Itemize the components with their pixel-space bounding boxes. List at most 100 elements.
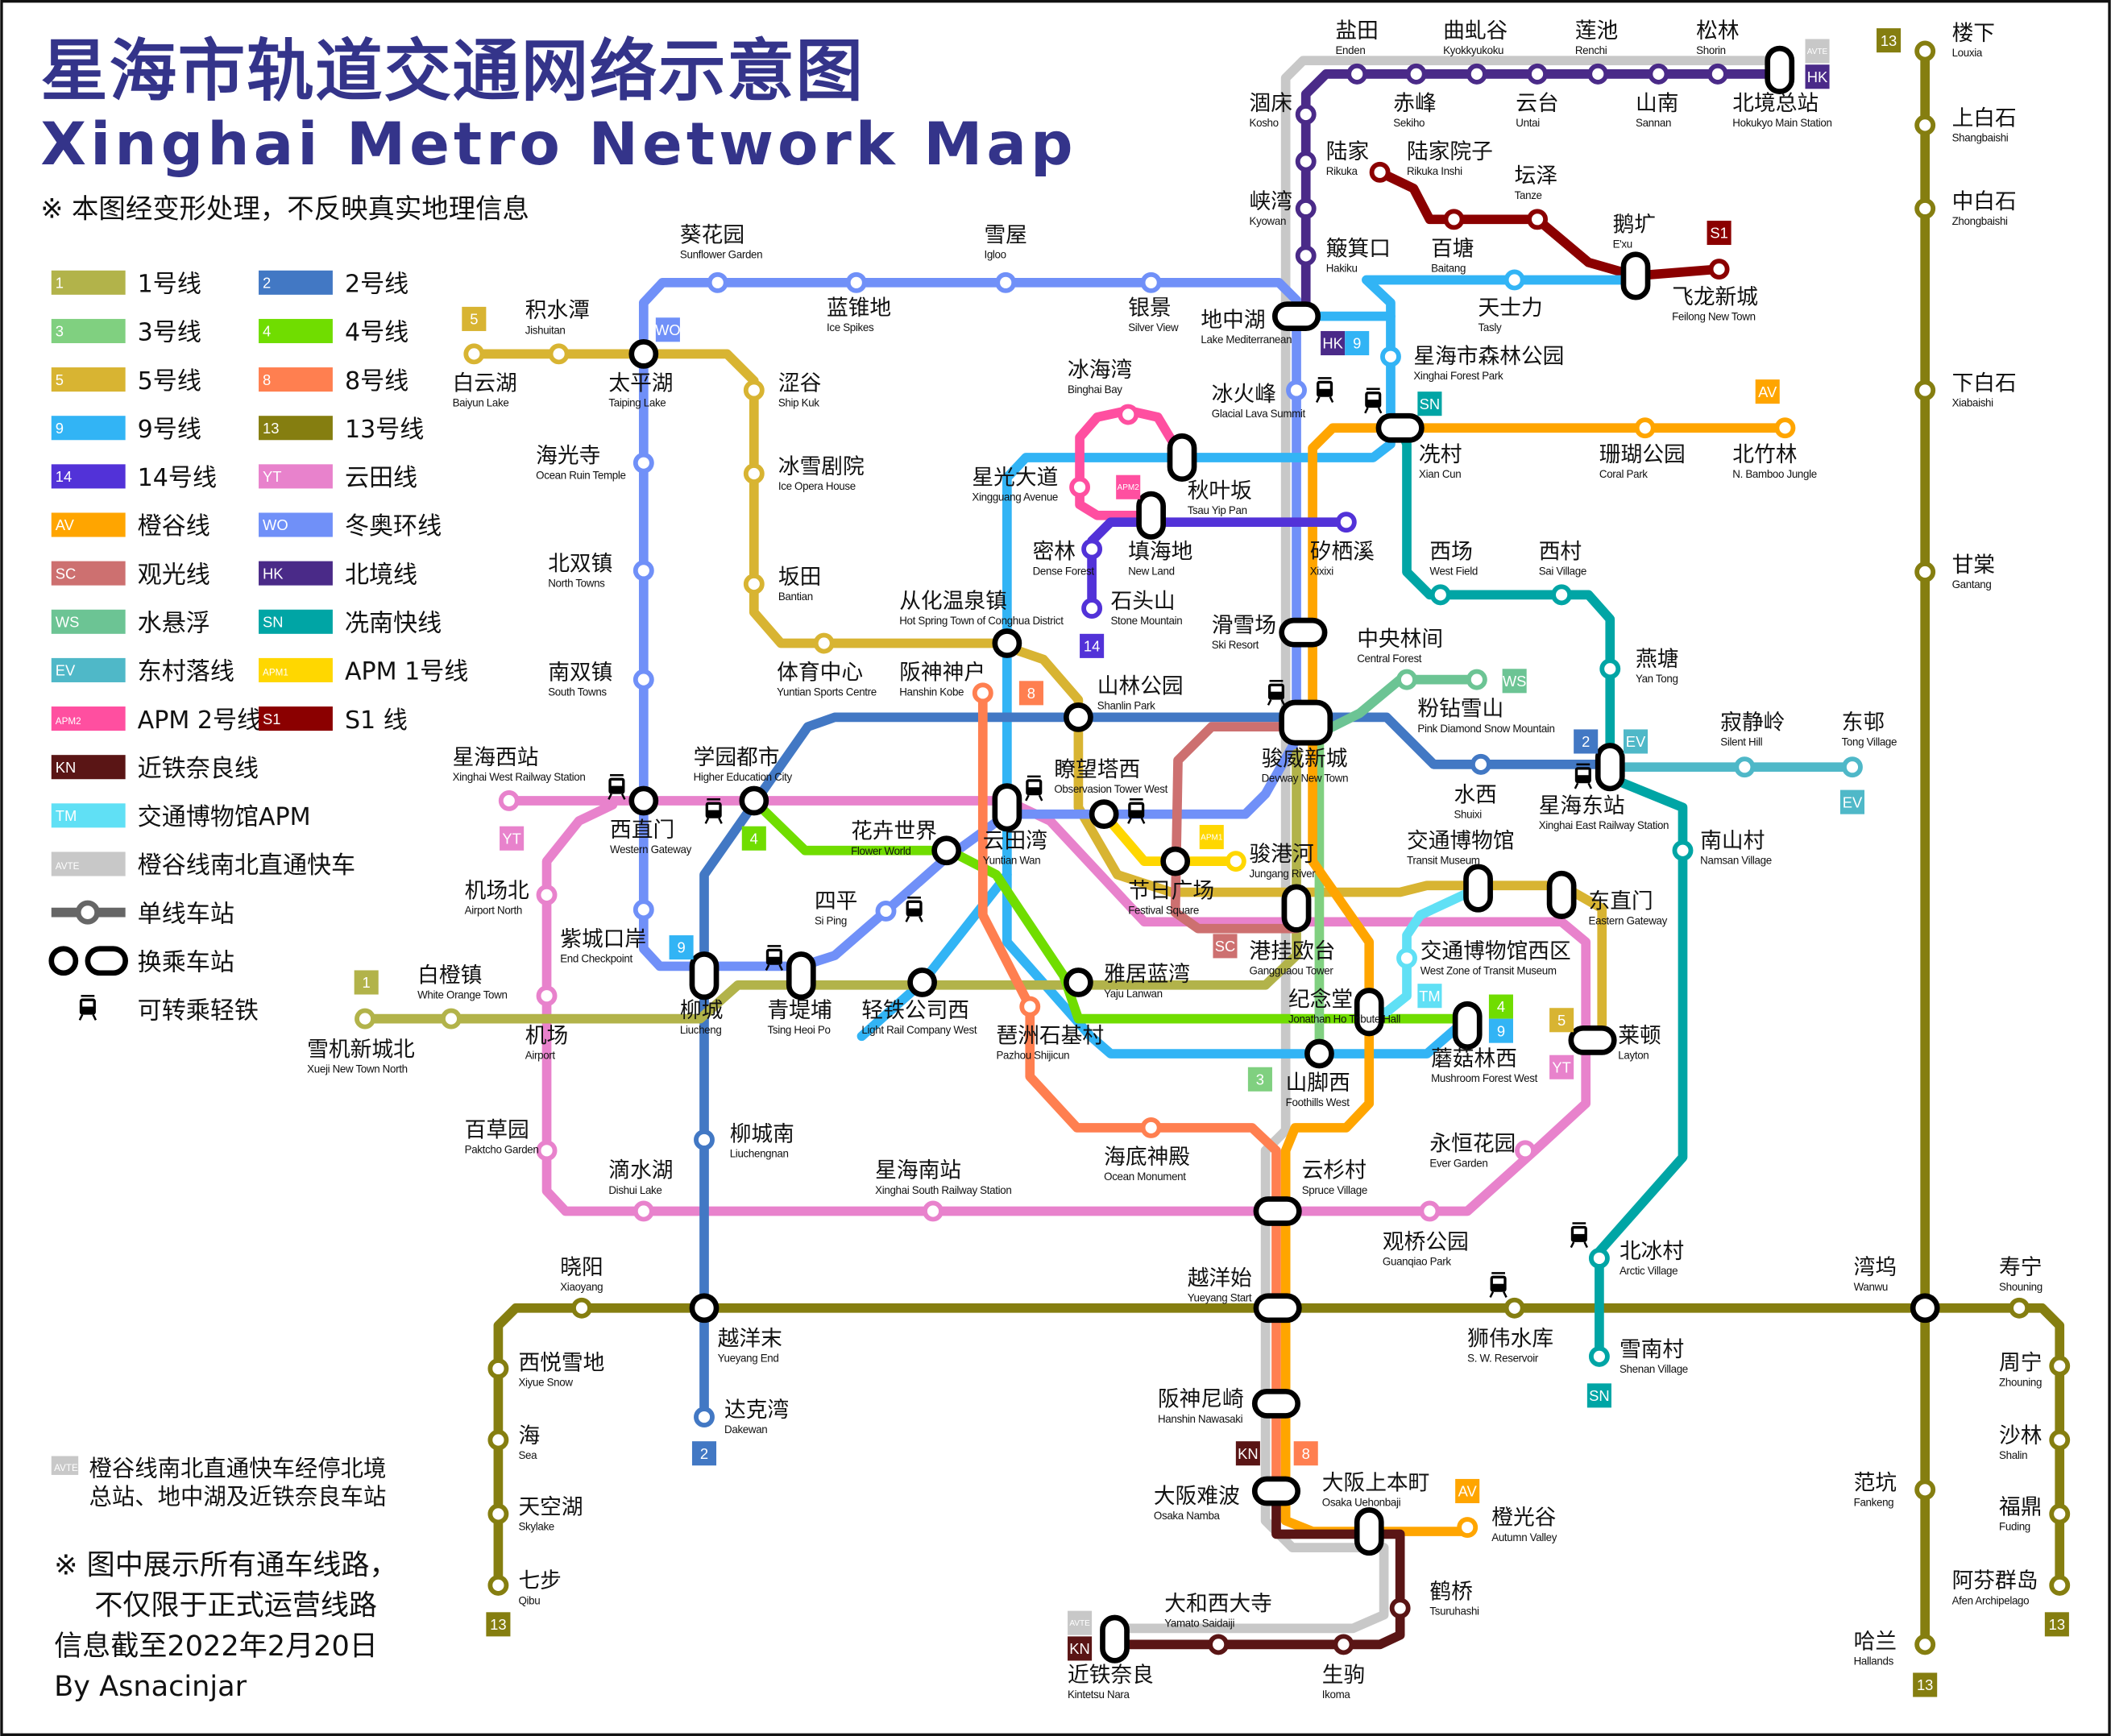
station-marker[interactable]: [1118, 404, 1139, 425]
station-marker[interactable]: [463, 343, 485, 365]
interchange-marker[interactable]: [1100, 1614, 1130, 1663]
station-marker[interactable]: [875, 901, 897, 922]
station-marker[interactable]: [1599, 658, 1621, 680]
station-marker[interactable]: [1648, 63, 1669, 85]
interchange-marker[interactable]: [1910, 1293, 1940, 1324]
interchange-marker[interactable]: [1253, 1196, 1302, 1226]
interchange-marker[interactable]: [1463, 864, 1493, 913]
station-marker[interactable]: [498, 790, 520, 811]
interchange-marker[interactable]: [1620, 251, 1651, 300]
station-marker[interactable]: [355, 1008, 375, 1030]
station-marker[interactable]: [1466, 669, 1487, 690]
station-marker[interactable]: [1419, 1200, 1441, 1222]
station-marker[interactable]: [845, 271, 867, 293]
station-marker[interactable]: [1369, 161, 1391, 183]
interchange-marker[interactable]: [931, 835, 962, 866]
station-marker[interactable]: [707, 271, 728, 293]
interchange-marker[interactable]: [739, 785, 769, 816]
interchange-marker[interactable]: [907, 967, 937, 997]
station-marker[interactable]: [1457, 1517, 1479, 1539]
interchange-marker[interactable]: [1160, 846, 1191, 876]
interchange-marker[interactable]: [628, 785, 659, 816]
station-marker[interactable]: [1286, 379, 1307, 401]
interchange-marker[interactable]: [1089, 799, 1119, 830]
station-marker[interactable]: [1588, 1345, 1610, 1367]
interchange-marker[interactable]: [628, 338, 659, 369]
station-marker[interactable]: [1774, 417, 1796, 439]
interchange-marker[interactable]: [1354, 988, 1384, 1037]
station-marker[interactable]: [1295, 151, 1317, 172]
station-marker[interactable]: [1914, 197, 1936, 219]
station-marker[interactable]: [694, 1129, 715, 1150]
station-marker[interactable]: [1295, 245, 1317, 267]
station-marker[interactable]: [536, 1140, 558, 1162]
interchange-marker[interactable]: [1354, 1507, 1384, 1556]
interchange-marker[interactable]: [1136, 491, 1166, 540]
station-marker[interactable]: [536, 985, 558, 1007]
station-marker[interactable]: [1914, 1634, 1936, 1655]
station-marker[interactable]: [1225, 851, 1246, 872]
station-marker[interactable]: [1527, 63, 1549, 85]
station-marker[interactable]: [1429, 584, 1451, 606]
station-marker[interactable]: [743, 463, 765, 484]
interchange-marker[interactable]: [1279, 699, 1333, 746]
station-marker[interactable]: [2049, 1355, 2071, 1377]
station-marker[interactable]: [2009, 1297, 2030, 1319]
station-marker[interactable]: [487, 1429, 509, 1451]
station-marker[interactable]: [1389, 1597, 1411, 1619]
station-marker[interactable]: [1634, 417, 1656, 439]
station-marker[interactable]: [1551, 584, 1573, 606]
station-marker[interactable]: [1380, 346, 1401, 367]
interchange-marker[interactable]: [1568, 1025, 1617, 1055]
